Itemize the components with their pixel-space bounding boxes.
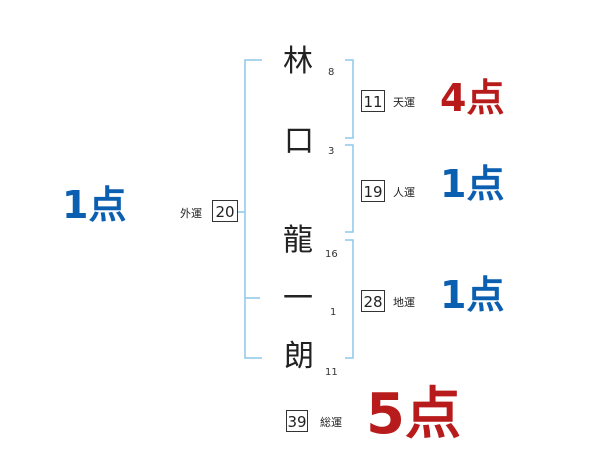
chikaku-value-box: 28 xyxy=(361,290,385,312)
outer-bracket xyxy=(244,59,262,359)
stroke-count-2: 3 xyxy=(328,146,335,157)
stroke-count-1: 8 xyxy=(328,67,335,78)
chikaku-label: 地運 xyxy=(393,296,415,309)
soukaku-label: 総運 xyxy=(320,416,342,429)
tenkaku-score: 4点 xyxy=(440,76,505,120)
stroke-count-4: 1 xyxy=(330,307,337,318)
name-char-4: 一 xyxy=(283,281,313,316)
tenkaku-value-box: 11 xyxy=(361,90,385,112)
tenkaku-bracket xyxy=(345,59,354,139)
chikaku-score: 1点 xyxy=(440,273,505,317)
gaikaku-value-box: 20 xyxy=(212,200,238,222)
jinkaku-value-box: 19 xyxy=(361,180,385,202)
stroke-count-5: 11 xyxy=(325,367,338,378)
soukaku-score: 5点 xyxy=(366,382,461,447)
jinkaku-label: 人運 xyxy=(393,186,415,199)
jinkaku-score: 1点 xyxy=(440,162,505,206)
name-char-1: 林 xyxy=(283,44,313,79)
name-char-3: 龍 xyxy=(283,223,313,258)
tenkaku-label: 天運 xyxy=(393,96,415,109)
name-char-2: 口 xyxy=(284,124,314,159)
name-char-5: 朗 xyxy=(284,339,314,374)
soukaku-value-box: 39 xyxy=(286,410,308,432)
gaikaku-score: 1点 xyxy=(62,183,127,227)
gaikaku-label: 外運 xyxy=(180,207,202,220)
jinkaku-bracket xyxy=(345,144,354,233)
chikaku-bracket xyxy=(345,239,354,359)
stroke-count-3: 16 xyxy=(325,249,338,260)
